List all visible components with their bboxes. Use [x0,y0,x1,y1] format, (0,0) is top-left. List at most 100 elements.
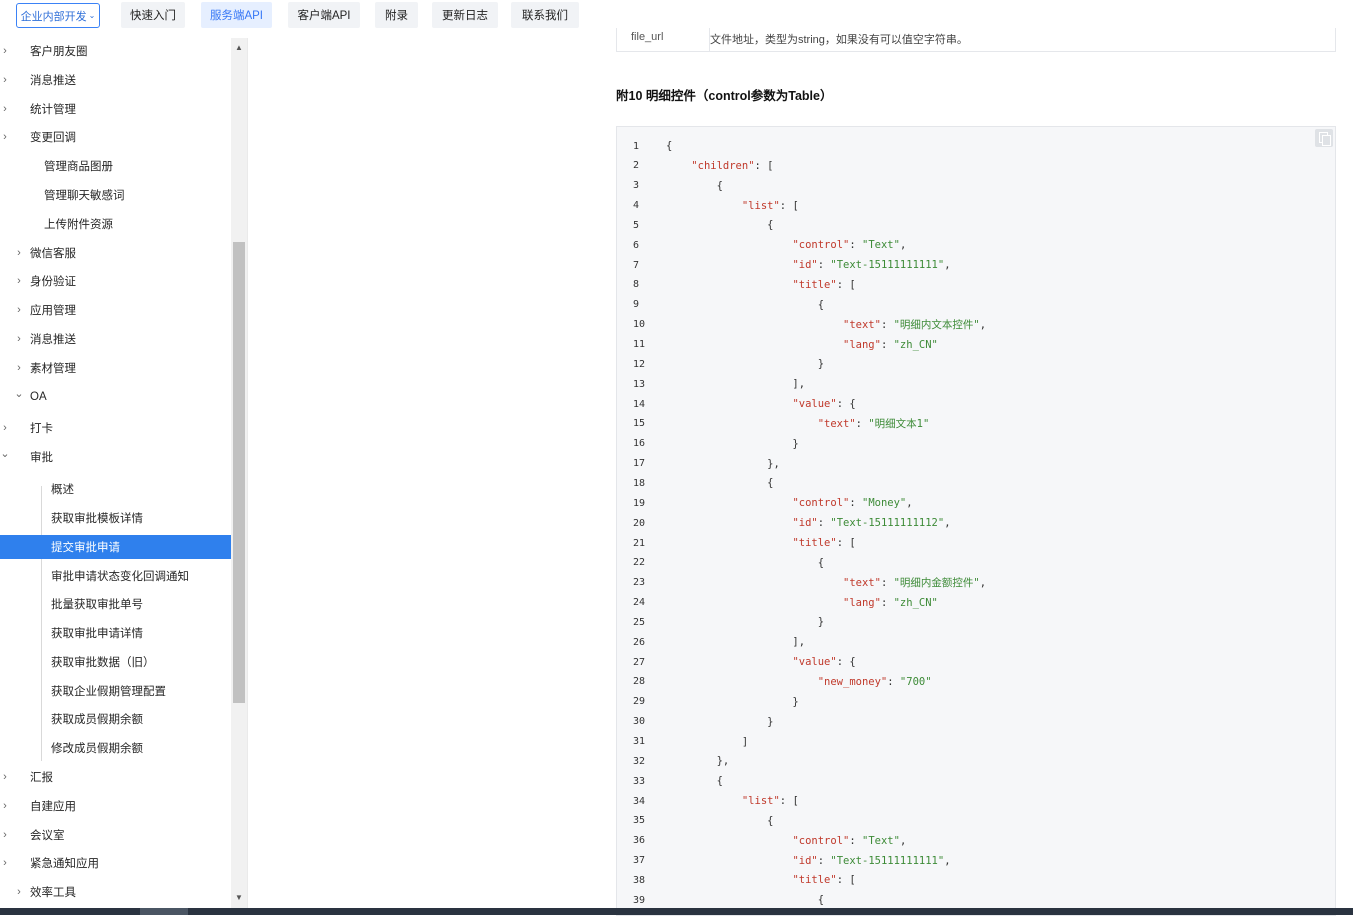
sidebar-item-label: 统计管理 [30,104,76,116]
chevron-right-icon: › [3,74,7,86]
line-number: 14 [633,398,646,410]
section-title: 附10 明细控件（control参数为Table） [616,89,833,103]
line-number: 20 [633,517,646,529]
code-line: 16 } [617,434,1317,454]
sidebar-item[interactable]: ›消息推送 [0,68,231,92]
code-line: 5 { [617,215,1317,235]
sidebar-item[interactable]: 上传附件资源 [0,212,231,236]
sidebar-item-label: 获取审批数据（旧） [51,657,155,669]
sidebar-item-label: 微信客服 [30,248,76,260]
sidebar-item-label: 效率工具 [30,887,76,899]
line-number: 28 [633,676,646,688]
copy-icon[interactable] [1315,129,1333,147]
sidebar-item[interactable]: 概述 [0,477,231,501]
org-type-select[interactable]: 企业内部开发 ⌄ [16,3,100,28]
code-text: } [666,616,825,629]
code-line: 8 "title": [ [617,275,1317,295]
code-text: { [666,298,825,311]
line-number: 10 [633,319,646,331]
line-number: 31 [633,736,646,747]
line-number: 19 [633,497,646,509]
tree-guide-line [41,486,42,761]
sidebar-item[interactable]: ›应用管理 [0,298,231,322]
line-number: 29 [633,696,646,708]
sidebar-item[interactable]: ›统计管理 [0,97,231,121]
scroll-down-arrow-icon[interactable]: ▼ [235,893,243,902]
code-line: 10 "text": "明细内文本控件", [617,315,1317,335]
sidebar-item[interactable]: 批量获取审批单号 [0,592,231,616]
chevron-right-icon: › [3,422,7,434]
sidebar-item-label: 审批申请状态变化回调通知 [51,571,189,583]
tab-5[interactable]: 联系我们 [511,2,579,28]
sidebar-item[interactable]: ›紧急通知应用 [0,851,231,875]
sidebar-item[interactable]: ›会议室 [0,823,231,847]
sidebar-item-label: 应用管理 [30,305,76,317]
code-text: "lang": "zh_CN" [843,338,938,351]
sidebar-item[interactable]: 获取企业假期管理配置 [0,679,231,703]
sidebar-item[interactable]: 提交审批申请 [0,535,231,559]
code-text: "children": [ [691,159,774,172]
code-text: "list": [ [741,199,799,212]
sidebar-item[interactable]: ›打卡 [0,416,231,440]
tab-1[interactable]: 服务端API [201,2,272,28]
code-line: 19 "control": "Money", [617,493,1317,513]
code-text: { [666,477,774,490]
tab-3[interactable]: 附录 [375,2,418,28]
sidebar-item-label: 变更回调 [30,132,76,144]
line-number: 4 [633,200,640,212]
code-line: 28 "new_money": "700" [617,672,1317,692]
line-number: 17 [633,458,646,470]
org-select-label: 企业内部开发 [20,10,87,23]
sidebar-item[interactable]: ›客户朋友圈 [0,39,231,63]
sidebar-item[interactable]: ⌄审批 [0,445,231,469]
sidebar-item[interactable]: 获取审批数据（旧） [0,650,231,674]
code-line: 39 { [617,890,1317,910]
sidebar-item-label: 概述 [51,484,74,496]
code-text: } [666,715,774,728]
sidebar-item[interactable]: 获取审批申请详情 [0,621,231,645]
code-line: 22 { [617,553,1317,573]
code-text: { [666,556,825,569]
sidebar-item[interactable]: ›汇报 [0,765,231,789]
sidebar-item[interactable]: ›自建应用 [0,794,231,818]
code-text: "id": "Text-15111111112", [792,517,951,530]
tab-2[interactable]: 客户端API [288,2,360,28]
scroll-thumb[interactable] [233,242,245,703]
sidebar-item[interactable]: ›消息推送 [0,327,231,351]
cell-divider [709,28,710,51]
line-number: 32 [633,755,646,767]
line-number: 37 [633,855,646,867]
sidebar-item[interactable]: 获取审批模板详情 [0,506,231,530]
line-number: 25 [633,616,646,628]
sidebar-item[interactable]: ›微信客服 [0,241,231,265]
sidebar-item[interactable]: ⌄OA [0,385,231,409]
code-line: 33 { [617,771,1317,791]
tab-0[interactable]: 快速入门 [121,2,185,28]
code-text: { [666,179,723,192]
code-line: 30 } [617,712,1317,732]
sidebar-item[interactable]: ›素材管理 [0,356,231,380]
sidebar-item[interactable]: ›变更回调 [0,125,231,149]
sidebar-item[interactable]: 获取成员假期余额 [0,707,231,731]
sidebar-item[interactable]: 管理商品图册 [0,154,231,178]
scroll-up-arrow-icon[interactable]: ▲ [235,43,243,52]
sidebar-item[interactable]: 审批申请状态变化回调通知 [0,564,231,588]
sidebar-item[interactable]: ›效率工具 [0,880,231,904]
sidebar-item-label: 提交审批申请 [51,542,120,554]
code-line: 21 "title": [ [617,533,1317,553]
sidebar-item-label: 汇报 [30,772,53,784]
sidebar-item-label: 审批 [30,452,53,464]
tab-4[interactable]: 更新日志 [432,2,498,28]
line-number: 5 [633,219,640,231]
code-text: { [666,814,774,827]
sidebar-scrollbar[interactable]: ▲ ▼ [231,38,247,908]
code-text: "text": "明细内文本控件", [843,319,987,332]
code-line: 15 "text": "明细文本1" [617,414,1317,434]
code-text: { [666,219,774,232]
sidebar-item-label: 会议室 [30,830,65,842]
code-text: }, [666,755,730,768]
sidebar-item[interactable]: ›身份验证 [0,269,231,293]
code-line: 23 "text": "明细内金额控件", [617,573,1317,593]
sidebar-item[interactable]: 修改成员假期余额 [0,736,231,760]
sidebar-item[interactable]: 管理聊天敏感词 [0,183,231,207]
